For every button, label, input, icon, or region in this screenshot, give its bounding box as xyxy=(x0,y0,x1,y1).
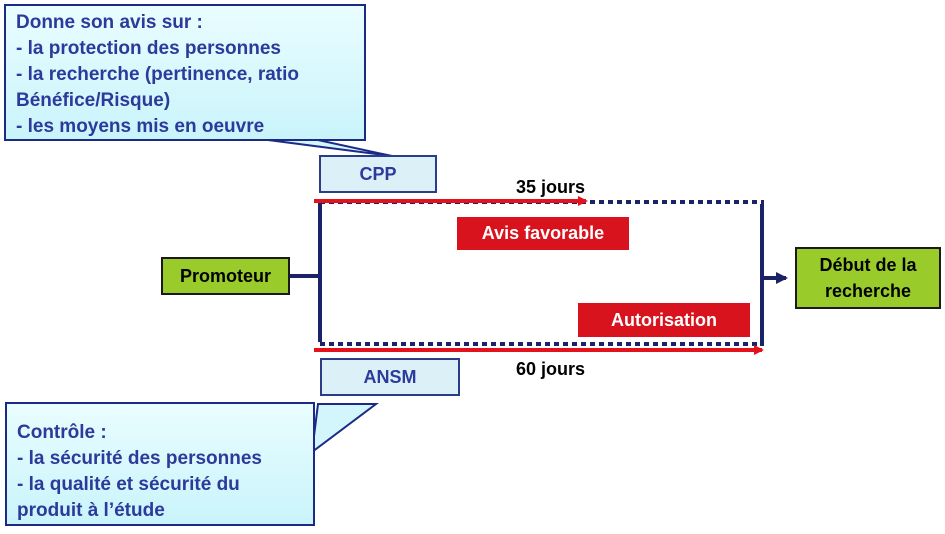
debut-recherche-line1: Début de la xyxy=(819,255,917,275)
ansm-callout-line: - la qualité et sécurité du xyxy=(17,474,240,495)
avis-favorable-text: Avis favorable xyxy=(481,223,605,243)
debut-recherche-line2: recherche xyxy=(824,281,912,301)
cpp-days-label: 35 jours xyxy=(516,177,586,197)
ansm-label: ANSM xyxy=(363,366,417,387)
cpp-callout-line: - la recherche (pertinence, ratio xyxy=(16,64,299,85)
ansm-callout-line: - la sécurité des personnes xyxy=(17,448,262,469)
cpp-callout-line: - la protection des personnes xyxy=(16,38,281,59)
cpp-callout-line: Donne son avis sur : xyxy=(16,12,203,33)
cpp-callout-tail xyxy=(267,139,393,157)
cpp-label: CPP xyxy=(359,163,397,184)
ansm-days-label: 60 jours xyxy=(516,359,586,379)
promoteur-box: Promoteur xyxy=(161,257,290,295)
ansm-mission-callout: Contrôle : - la sécurité des personnes -… xyxy=(5,402,315,526)
cpp-box: CPP xyxy=(319,155,437,193)
ansm-callout-tail xyxy=(310,403,379,455)
cpp-callout-line: - les moyens mis en oeuvre xyxy=(16,116,265,137)
cpp-callout-line: Bénéfice/Risque) xyxy=(16,90,171,111)
avis-favorable-label: Avis favorable xyxy=(457,217,629,250)
promoteur-label: Promoteur xyxy=(179,266,271,286)
ansm-box: ANSM xyxy=(320,358,460,396)
ansm-callout-line: Contrôle : xyxy=(17,422,107,443)
ansm-callout-line: produit à l’étude xyxy=(17,500,165,521)
autorisation-text: Autorisation xyxy=(611,309,717,330)
cpp-mission-callout: Donne son avis sur : - la protection des… xyxy=(4,4,366,141)
debut-recherche-box: Début de la recherche xyxy=(795,247,941,309)
autorisation-label: Autorisation xyxy=(578,303,750,337)
